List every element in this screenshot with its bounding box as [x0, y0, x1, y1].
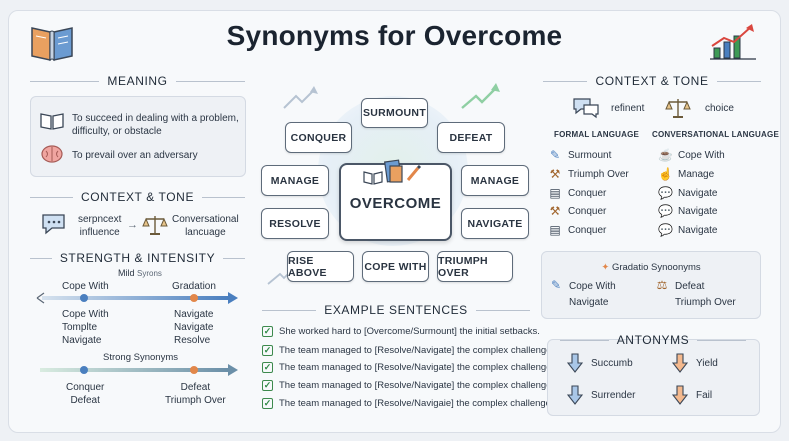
- antonyms-card: [547, 339, 760, 416]
- gradation-card: [541, 251, 761, 319]
- meaning-definition-2: To prevail over an adversary: [72, 150, 198, 161]
- chat-icon: 💬: [658, 186, 673, 200]
- synonym-navigate[interactable]: NAVIGATE: [461, 208, 529, 239]
- synonym-manage-right[interactable]: MANAGE: [461, 165, 529, 196]
- antonym-fail: Fail: [696, 390, 713, 401]
- open-book-icon: [31, 27, 73, 62]
- formal-language-heading: FORMAL LANGUAGE: [554, 130, 640, 139]
- brain-icon: [41, 145, 63, 163]
- check-icon: ✓: [262, 398, 273, 409]
- examples-heading: EXAMPLE SENTENCES: [262, 303, 531, 317]
- strength-mid-right: Navigate Navigate Resolve: [174, 309, 214, 346]
- strength-top-right: Gradation: [172, 281, 216, 292]
- conversational-item: ☕Cope With: [658, 148, 725, 162]
- hub-books-icon: [363, 159, 422, 185]
- scales-icon: [142, 216, 168, 235]
- strength-bot-right: Defeat Triumph Over: [165, 382, 226, 406]
- thumbs-up-icon: ☝: [658, 167, 673, 181]
- upward-arrow-left-icon: [283, 86, 318, 109]
- synonym-manage-left[interactable]: MANAGE: [261, 165, 329, 196]
- document-icon: ▤: [549, 223, 561, 237]
- book-icon: [40, 113, 64, 130]
- check-icon: ✓: [262, 380, 273, 391]
- arrow-right-icon: →: [127, 219, 138, 231]
- conversational-item: 💬Navigate: [658, 223, 718, 237]
- pen-icon: ✎: [550, 278, 562, 292]
- formal-item: ⚒Conquer: [549, 204, 607, 218]
- example-sentence: ✓The team managed to [Resolve/Navigate] …: [262, 362, 559, 373]
- synonym-defeat[interactable]: DEFEAT: [437, 122, 505, 153]
- choice-label: choice: [705, 103, 734, 114]
- document-icon: ▤: [549, 186, 561, 200]
- antonym-yield: Yield: [696, 358, 718, 369]
- synonym-surmount[interactable]: SURMOUNT: [361, 98, 428, 128]
- synonym-resolve[interactable]: RESOLVE: [261, 208, 329, 239]
- meaning-card: [30, 96, 246, 177]
- conversational-item: ☝Manage: [658, 167, 715, 181]
- context-left-b: Conversational lancuage: [172, 214, 239, 238]
- page-title: Synonyms for Overcome: [226, 20, 563, 51]
- strength-bot-left: Conquer Defeat: [66, 382, 105, 406]
- upward-arrow-right-icon: [461, 83, 500, 109]
- example-sentence: ✓The team managed to [Resolve/Navigaie] …: [262, 398, 559, 409]
- conversational-language-heading: CONVERSATIONAL LANGUAGE: [652, 130, 779, 139]
- formal-item: ▤Conquer: [549, 223, 607, 237]
- context-tone-left-heading: CONTEXT & TONE: [30, 190, 245, 204]
- sparkle-icon: ✦: [601, 262, 610, 273]
- strength-mid-left: Cope With Tomplte Navigate: [62, 309, 109, 346]
- chat-icon: 💬: [658, 204, 673, 218]
- down-arrow-icon: [672, 385, 688, 405]
- down-arrow-icon: [567, 353, 583, 373]
- synonym-conquer[interactable]: CONQUER: [285, 122, 352, 153]
- synonym-cope-with[interactable]: COPE WITH: [362, 251, 429, 282]
- formal-item: ▤Conquer: [549, 186, 607, 200]
- growth-chart-icon: [710, 24, 756, 60]
- example-sentence: ✓The team managed to [Resolve/Navigate] …: [262, 380, 559, 391]
- example-sentence: ✓The team managed to [Resolve/Navigate] …: [262, 345, 559, 356]
- formal-item: ✎Surmount: [549, 148, 612, 162]
- antonym-succumb: Succumb: [591, 358, 633, 369]
- conversational-item: 💬Navigate: [658, 204, 718, 218]
- context-tone-right-heading: CONTEXT & TONE: [543, 74, 761, 88]
- formal-item: ⚒Triumph Over: [549, 167, 629, 181]
- synonym-triumph-over[interactable]: TRIUMPH OVER: [437, 251, 513, 282]
- strength-heading: STRENGTH & INTENSITY: [30, 251, 245, 265]
- gavel-icon: ⚒: [549, 167, 561, 181]
- speech-bubble-icon: [42, 214, 65, 235]
- strength-top-left: Cope With: [62, 281, 109, 292]
- intensity-arrow-bottom: [40, 364, 238, 376]
- check-icon: ✓: [262, 345, 273, 356]
- down-arrow-icon: [672, 353, 688, 373]
- scales-icon: [665, 99, 691, 118]
- refinent-label: refinent: [611, 103, 645, 114]
- meaning-heading: MEANING: [30, 74, 245, 88]
- check-icon: ✓: [262, 362, 273, 373]
- overcome-label: OVERCOME: [349, 195, 442, 212]
- mild-label: Mild Syrons: [118, 268, 162, 278]
- context-left-a: serpncext influence: [78, 214, 122, 238]
- coffee-cup-icon: ☕: [658, 148, 673, 162]
- antonym-surrender: Surrender: [591, 390, 636, 401]
- check-icon: ✓: [262, 326, 273, 337]
- chat-bubbles-icon: [573, 98, 599, 119]
- example-sentence: ✓She worked hard to [Overcome/Surmount] …: [262, 326, 540, 337]
- scales-icon: ⚖: [656, 278, 668, 292]
- antonyms-heading: ANTONYMS: [560, 333, 746, 347]
- gradation-heading: ✦ Gradatio Synoonyms: [601, 262, 701, 273]
- conversational-item: 💬Navigate: [658, 186, 718, 200]
- chat-icon: 💬: [658, 223, 673, 237]
- meaning-definition-1: To succeed in dealing with a problem, di…: [72, 113, 239, 137]
- pen-icon: ✎: [549, 148, 561, 162]
- gavel-icon: ⚒: [549, 204, 561, 218]
- intensity-arrow-top: [36, 292, 238, 304]
- down-arrow-icon: [567, 385, 583, 405]
- synonym-rise-above[interactable]: RISE ABOVE: [287, 251, 354, 282]
- strong-label: Strong Synonyms: [103, 352, 178, 363]
